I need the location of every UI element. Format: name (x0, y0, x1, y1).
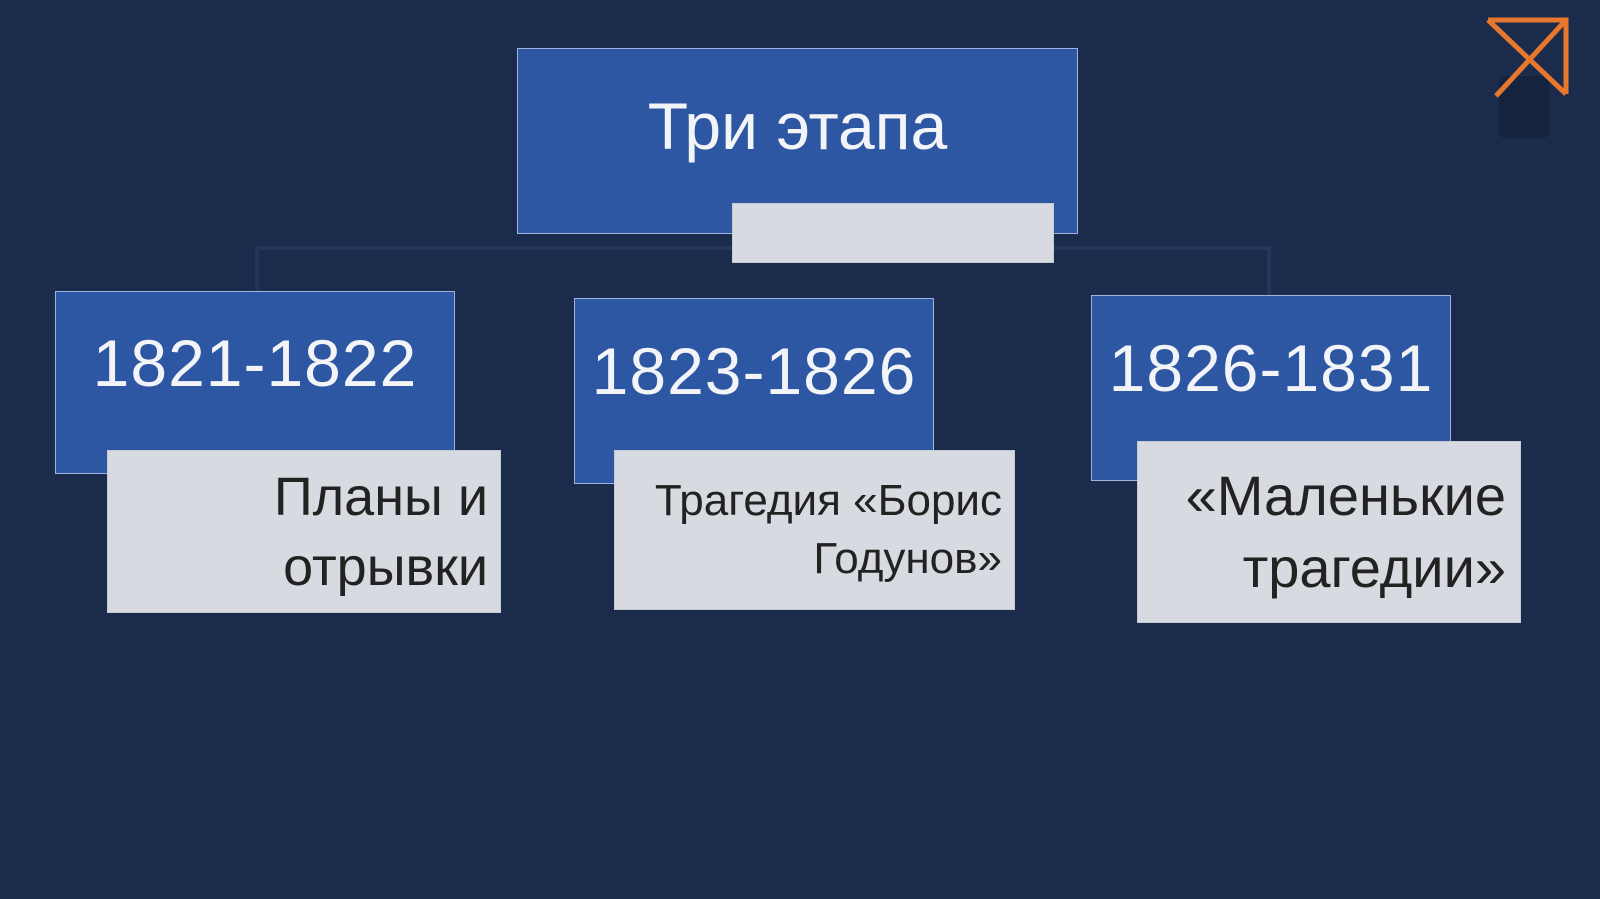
diagram-title: Три этапа (647, 89, 948, 163)
title-tab (732, 203, 1054, 263)
orange-x-box-icon (1486, 17, 1569, 98)
stage-2-description-box: Трагедия «Борис Годунов» (614, 450, 1015, 610)
stage-2-description: Трагедия «Борис Годунов» (654, 476, 1002, 583)
stage-3-years: 1826-1831 (1108, 331, 1434, 405)
connector-right (1267, 246, 1271, 296)
stage-1-years-box: 1821-1822 (55, 291, 455, 474)
stage-3-description-box: «Маленькие трагедии» (1137, 441, 1521, 623)
stage-1-description-box: Планы и отрывки (107, 450, 501, 613)
stage-2-years: 1823-1826 (591, 334, 917, 408)
stage-1-years: 1821-1822 (92, 325, 418, 400)
diagram-title-box: Три этапа (517, 48, 1078, 234)
stage-3-description: «Маленькие трагедии» (1185, 464, 1506, 599)
stage-1-description: Планы и отрывки (273, 466, 488, 597)
connector-left (255, 246, 259, 292)
